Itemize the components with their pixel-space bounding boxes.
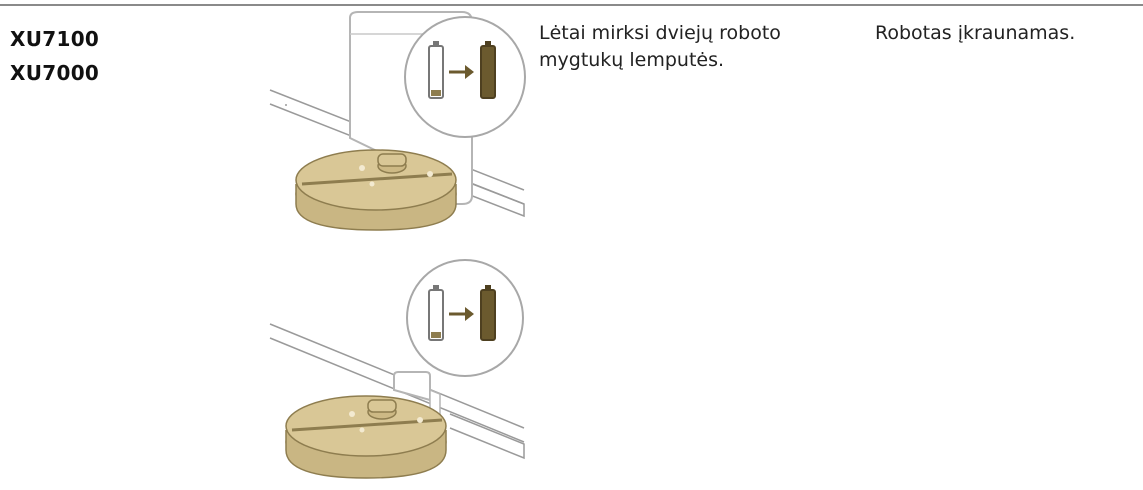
robot-tall-dock-illustration bbox=[269, 11, 526, 231]
model-list: XU7100 XU7000 bbox=[10, 22, 99, 90]
full-battery-icon bbox=[480, 45, 496, 99]
model-name: XU7100 bbox=[10, 27, 100, 51]
robot-icon bbox=[285, 395, 447, 479]
top-rule bbox=[0, 4, 1143, 6]
full-battery-icon bbox=[480, 289, 496, 341]
indicator-description: Lėtai mirksi dviejų roboto mygtukų lempu… bbox=[539, 22, 781, 71]
battery-charging-bubble bbox=[404, 16, 526, 138]
robot-icon bbox=[295, 149, 457, 231]
robot-low-dock-illustration bbox=[269, 259, 525, 479]
battery-charging-bubble bbox=[406, 259, 524, 377]
model-name: XU7000 bbox=[10, 61, 100, 85]
status-description: Robotas įkraunamas. bbox=[875, 22, 1076, 44]
